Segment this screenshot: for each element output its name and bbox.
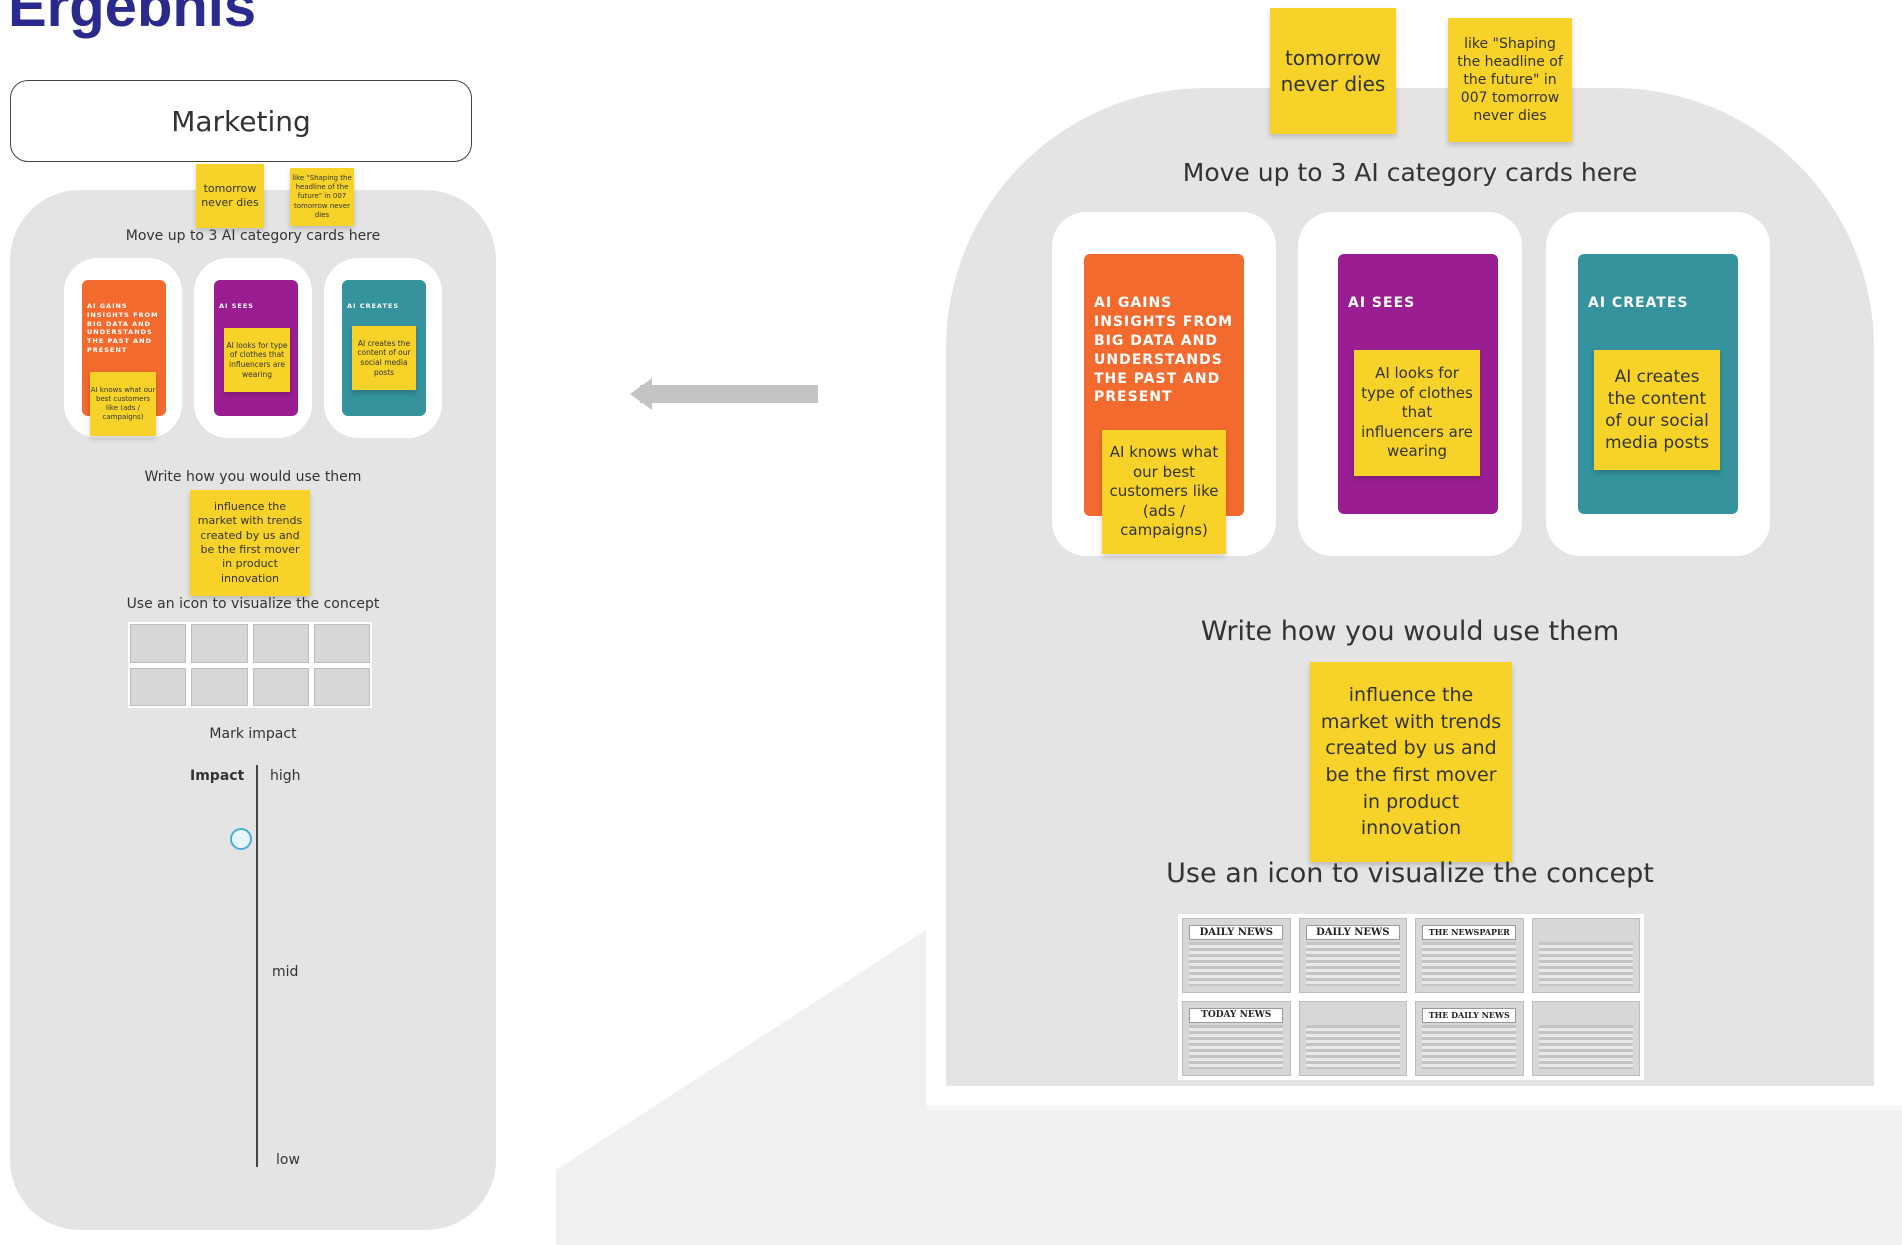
left-newspaper-tile[interactable] [252, 667, 309, 706]
newspaper-headline: THE NEWSPAPER [1422, 924, 1517, 940]
left-sticky-tomorrow[interactable]: tomorrow never dies [196, 164, 264, 228]
left-note-creates[interactable]: AI creates the content of our social med… [352, 326, 416, 390]
right-card-insights-title: AI GAINS INSIGHTS FROM BIG DATA AND UNDE… [1094, 295, 1234, 406]
left-note-sees[interactable]: AI looks for type of clothes that influe… [224, 328, 290, 392]
newspaper-body [1305, 942, 1400, 987]
impact-axis-title: Impact [190, 768, 245, 784]
newspaper-headline: DAILY NEWS [1305, 924, 1400, 940]
right-sticky-shaping[interactable]: like "Shaping the headline of the future… [1448, 18, 1572, 142]
left-write-use-label: Write how you would use them [144, 469, 362, 485]
newspaper-body [1305, 1025, 1400, 1070]
left-card-sees-title: AI SEES [219, 302, 254, 310]
left-newspaper-tile[interactable] [191, 624, 248, 663]
impact-low-label: low [276, 1152, 300, 1168]
right-note-creates[interactable]: AI creates the content of our social med… [1594, 350, 1720, 470]
right-newspaper-icons[interactable]: DAILY NEWS DAILY NEWS THE NEWSPAPER TODA… [1178, 914, 1644, 1080]
left-newspaper-tile[interactable] [130, 667, 187, 706]
left-newspaper-tile[interactable] [313, 624, 370, 663]
impact-mid-label: mid [272, 964, 299, 980]
page-title: Ergebnis [8, 0, 257, 39]
right-card-sees-title: AI SEES [1348, 295, 1416, 311]
newspaper-headline: DAILY NEWS [1189, 924, 1284, 940]
left-newspaper-icons[interactable] [128, 622, 372, 708]
right-newspaper-tile[interactable] [1531, 1001, 1640, 1076]
right-sticky-tomorrow[interactable]: tomorrow never dies [1270, 8, 1396, 134]
left-newspaper-tile[interactable] [191, 667, 248, 706]
left-note-insights[interactable]: AI knows what our best customers like (a… [90, 372, 156, 436]
left-card-creates-title: AI CREATES [347, 302, 400, 310]
left-newspaper-tile[interactable] [313, 667, 370, 706]
newspaper-body [1189, 1025, 1284, 1070]
newspaper-body [1422, 1025, 1517, 1070]
left-icon-label: Use an icon to visualize the concept [126, 596, 380, 612]
right-card-creates-title: AI CREATES [1588, 295, 1689, 311]
right-note-insights[interactable]: AI knows what our best customers like (a… [1102, 430, 1226, 554]
marketing-label: Marketing [171, 104, 311, 138]
right-newspaper-tile[interactable] [1531, 918, 1640, 993]
impact-axis-line [256, 765, 258, 1167]
newspaper-headline: THE DAILY NEWS [1422, 1007, 1517, 1023]
right-move-cards-label: Move up to 3 AI category cards here [1182, 158, 1638, 187]
newspaper-headline: TODAY NEWS [1189, 1007, 1284, 1023]
right-newspaper-tile[interactable]: DAILY NEWS [1298, 918, 1407, 993]
right-use-note[interactable]: influence the market with trends created… [1310, 662, 1512, 862]
right-newspaper-tile[interactable]: DAILY NEWS [1182, 918, 1291, 993]
right-newspaper-tile[interactable] [1298, 1001, 1407, 1076]
right-newspaper-tile[interactable]: THE NEWSPAPER [1415, 918, 1524, 993]
right-write-use-label: Write how you would use them [1200, 616, 1620, 647]
newspaper-body [1189, 942, 1284, 987]
right-newspaper-tile[interactable]: THE DAILY NEWS [1415, 1001, 1524, 1076]
right-newspaper-tile[interactable]: TODAY NEWS [1182, 1001, 1291, 1076]
zoom-frame-bottom [926, 1105, 1902, 1111]
newspaper-body [1538, 1025, 1633, 1070]
left-newspaper-tile[interactable] [130, 624, 187, 663]
arrow-left-shaft [640, 385, 818, 403]
right-icon-label: Use an icon to visualize the concept [1166, 858, 1654, 889]
left-mark-impact-label: Mark impact [209, 726, 297, 742]
left-use-note[interactable]: influence the market with trends created… [190, 490, 310, 596]
impact-marker[interactable] [230, 827, 252, 850]
zoom-projection-shape [556, 930, 1902, 1245]
impact-high-label: high [270, 768, 301, 784]
left-move-cards-label: Move up to 3 AI category cards here [125, 228, 381, 244]
left-card-insights-title: AI GAINS INSIGHTS FROM BIG DATA AND UNDE… [87, 302, 159, 354]
newspaper-body [1538, 942, 1633, 987]
right-note-sees[interactable]: AI looks for type of clothes that influe… [1354, 350, 1480, 476]
newspaper-body [1422, 942, 1517, 987]
marketing-label-box[interactable]: Marketing [10, 80, 472, 162]
left-sticky-shaping[interactable]: like "Shaping the headline of the future… [290, 168, 354, 226]
left-newspaper-tile[interactable] [252, 624, 309, 663]
